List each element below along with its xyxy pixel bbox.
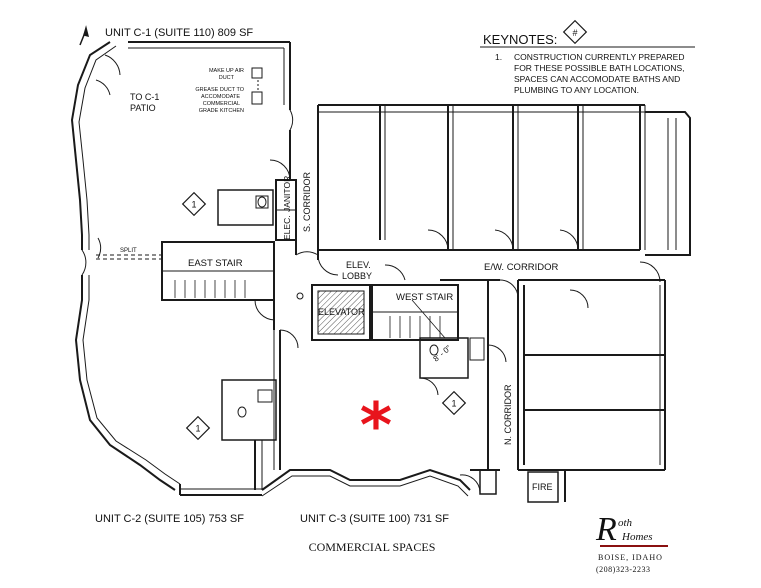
west-stair-label: WEST STAIR [396,292,453,303]
keynotes-block: KEYNOTES: # 1. CONSTRUCTION CURRENTLY PR… [480,19,695,95]
doors [81,54,661,493]
unit-c2-label: UNIT C-2 (SUITE 105) 753 SF [95,513,244,525]
elev-lobby-line2: LOBBY [342,271,372,281]
n-corridor-label: N. CORRIDOR [503,384,513,445]
split-label: SPLIT [120,248,137,254]
fixtures [237,67,439,418]
elevator-label: ELEVATOR [318,307,365,317]
keynote-marker-c2: 1 [185,415,211,441]
roth-homes-logo: R oth Homes BOISE, IDAHO (208)323-2233 [595,511,668,574]
svg-text:1: 1 [191,200,196,210]
stair-treads [174,280,446,339]
keynote-symbol: # [572,28,577,38]
patio-label-line2: PATIO [130,103,156,113]
east-stair-label: EAST STAIR [188,258,243,269]
svg-text:1: 1 [451,399,456,409]
patio-label-line1: TO C-1 [130,92,159,102]
svg-text:1: 1 [195,424,200,434]
grease-duct-line4: GRADE KITCHEN [199,108,244,114]
grease-duct-line2: ACCOMODATE [201,94,240,100]
walls [70,41,691,503]
keynote-marker-c1: 1 [181,191,207,217]
unit-c1-label: UNIT C-1 (SUITE 110) 809 SF [105,27,253,39]
makeup-duct-line1: MAKE UP AIR [209,68,244,74]
fire-label: FIRE [532,482,553,492]
keynotes-title: KEYNOTES: [483,32,557,47]
grease-duct-line3: COMMERCIAL [203,101,240,107]
dimension-label: 8' - 0" [432,343,454,363]
location-marker-icon: * [360,389,392,462]
s-corridor-label: S. CORRIDOR [302,171,312,232]
elev-lobby-line1: ELEV. [346,260,371,270]
keynote-line-2: FOR THESE POSSIBLE BATH LOCATIONS, [514,63,685,73]
makeup-duct-line2: DUCT [219,75,235,81]
logo-line1: oth [618,517,633,529]
elec-label: ELEC. [282,215,292,240]
keynote-line-1: CONSTRUCTION CURRENTLY PREPARED [514,52,685,62]
grease-duct-line1: GREASE DUCT TO [195,87,244,93]
keynote-line-3: SPACES CAN ACCOMODATE BATHS AND [514,74,680,84]
unit-c3-label: UNIT C-3 (SUITE 100) 731 SF [300,513,449,525]
janitor-label: JANITOR [282,176,292,212]
logo-line2: Homes [621,531,653,543]
logo-phone: (208)323-2233 [596,565,651,574]
keynote-item-number: 1. [495,52,502,62]
page-title: COMMERCIAL SPACES [309,540,436,554]
ew-corridor-label: E/W. CORRIDOR [484,262,559,273]
keynote-line-4: PLUMBING TO ANY LOCATION. [514,85,639,95]
keynote-marker-c3: 1 [441,390,467,416]
north-arrow-icon [79,25,90,46]
logo-letter: R [595,511,617,548]
logo-city: BOISE, IDAHO [598,553,663,562]
